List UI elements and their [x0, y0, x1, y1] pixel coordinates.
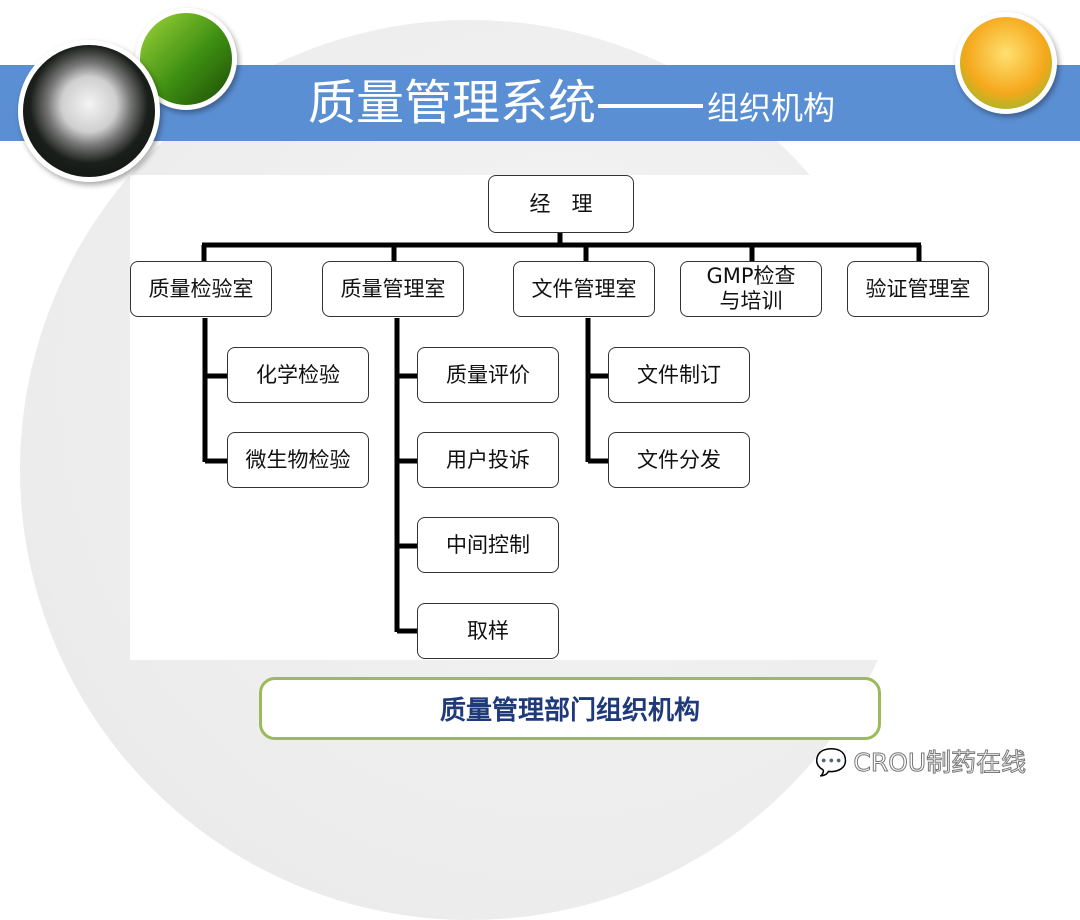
org-node-micro-test: 微生物检验 [227, 432, 369, 488]
org-node-doc-distribution: 文件分发 [608, 432, 750, 488]
org-node-gmp-training: GMP检查 与培训 [680, 261, 822, 317]
org-node-qm-office: 质量管理室 [322, 261, 464, 317]
watermark-text: CROU制药在线 [853, 748, 1027, 778]
title-dash [598, 104, 704, 108]
dandelion-photo [18, 40, 160, 182]
org-node-in-process-control: 中间控制 [417, 517, 559, 573]
org-chart-connectors [201, 233, 922, 634]
watermark: 💬CROU制药在线 [814, 743, 1027, 779]
org-node-inspection-lab: 质量检验室 [130, 261, 272, 317]
org-node-chemical-test: 化学检验 [227, 347, 369, 403]
title-sub: 组织机构 [707, 89, 836, 127]
org-node-quality-review: 质量评价 [417, 347, 559, 403]
title-main: 质量管理系统 [308, 75, 597, 131]
tulip-photo [955, 12, 1057, 114]
slide-title: 质量管理系统 组织机构 [308, 68, 835, 143]
chart-caption: 质量管理部门组织机构 [259, 677, 881, 740]
org-node-manager: 经 理 [488, 175, 634, 233]
org-node-document-office: 文件管理室 [513, 261, 655, 317]
org-chart-panel [130, 175, 1010, 660]
org-node-validation-office: 验证管理室 [847, 261, 989, 317]
wechat-icon: 💬 [814, 748, 848, 779]
org-node-sampling: 取样 [417, 603, 559, 659]
org-node-doc-drafting: 文件制订 [608, 347, 750, 403]
org-node-complaints: 用户投诉 [417, 432, 559, 488]
